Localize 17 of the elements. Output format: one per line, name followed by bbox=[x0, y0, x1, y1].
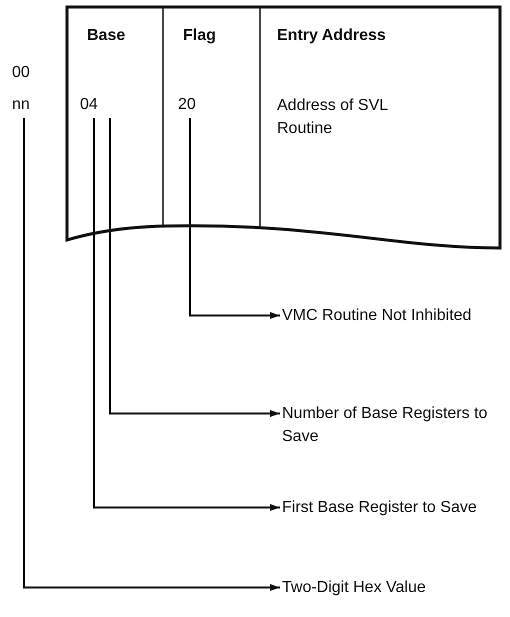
field-value: nn bbox=[12, 93, 38, 116]
callout-text: Two-Digit Hex Value bbox=[282, 576, 508, 599]
callout-text: Number of Base Registers to Save bbox=[282, 402, 502, 448]
column-header: Entry Address bbox=[277, 26, 386, 46]
leader-arrow bbox=[93, 118, 280, 511]
leader-arrow bbox=[109, 118, 280, 417]
field-value: 04 bbox=[80, 93, 116, 116]
callout-text: VMC Routine Not Inhibited bbox=[282, 304, 502, 350]
field-value: 20 bbox=[178, 93, 208, 116]
torn-table-card bbox=[67, 7, 500, 248]
row-label: 00 bbox=[12, 63, 30, 83]
cell-text: Address of SVL Routine bbox=[277, 96, 389, 139]
leader-arrow bbox=[23, 118, 280, 591]
column-header: Base bbox=[87, 26, 126, 46]
column-header: Flag bbox=[183, 26, 216, 46]
leader-arrow bbox=[189, 118, 280, 319]
callout-text: First Base Register to Save bbox=[282, 496, 502, 542]
